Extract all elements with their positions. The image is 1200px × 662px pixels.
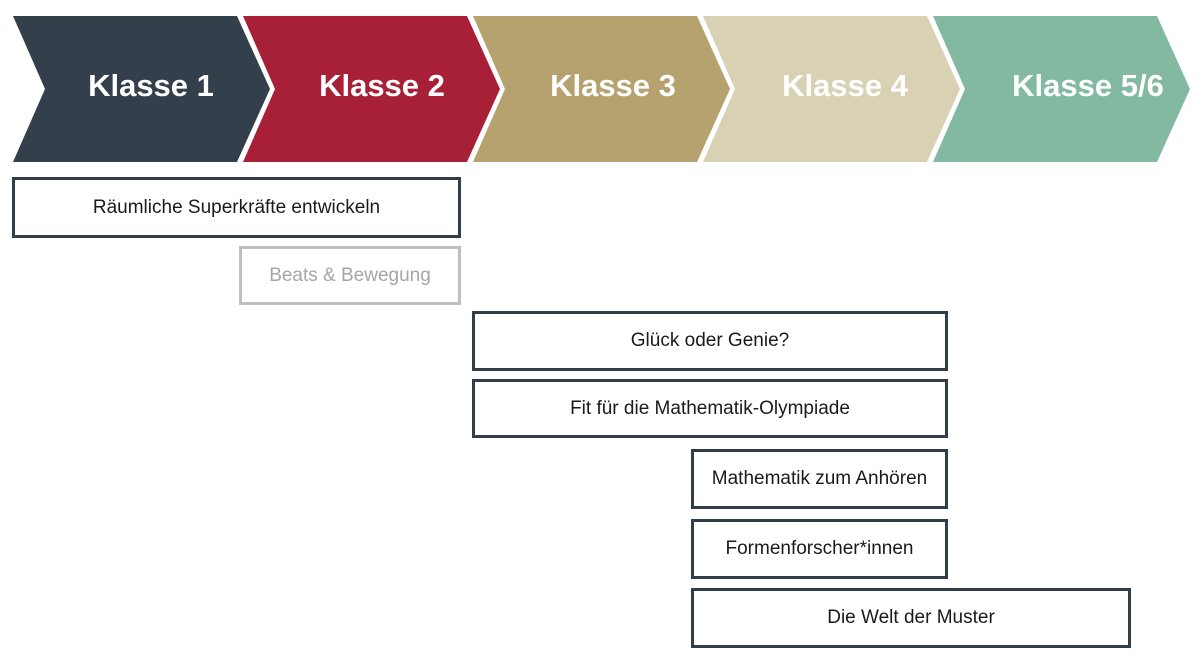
stage-klasse-4: Klasse 4 (703, 16, 960, 162)
stage-chevron (473, 16, 730, 162)
stage-label: Klasse 2 (319, 68, 445, 103)
stage-label: Klasse 1 (88, 68, 214, 103)
stage-label: Klasse 4 (782, 68, 909, 103)
course-mathematik-olympiade: Fit für die Mathematik-Olympiade (472, 379, 948, 438)
stage-klasse-5-6: Klasse 5/6 (933, 16, 1190, 162)
stage-klasse-2: Klasse 2 (243, 16, 500, 162)
course-mathematik-zum-anhoeren: Mathematik zum Anhören (691, 449, 948, 509)
stage-label: Klasse 3 (550, 68, 676, 103)
stage-chevron (933, 16, 1190, 162)
course-glueck-oder-genie: Glück oder Genie? (472, 311, 948, 371)
stage-chevron (703, 16, 960, 162)
stage-chevron (13, 16, 270, 162)
course-beats-bewegung: Beats & Bewegung (239, 246, 461, 305)
course-label: Formenforscher*innen (725, 538, 914, 559)
course-label: Räumliche Superkräfte entwickeln (92, 196, 381, 218)
course-label: Fit für die Mathematik-Olympiade (570, 397, 850, 419)
course-label: Mathematik zum Anhören (711, 468, 928, 489)
course-label: Die Welt der Muster (827, 607, 995, 628)
stage-klasse-1: Klasse 1 (13, 16, 270, 162)
course-label: Beats & Bewegung (269, 264, 431, 286)
grade-stages: Klasse 1 Klasse 2 Klasse 3 Klasse 4 Klas… (13, 16, 1190, 162)
course-label: Glück oder Genie? (630, 330, 790, 351)
stage-chevron (243, 16, 500, 162)
course-raeumliche-superkraefte: Räumliche Superkräfte entwickeln (12, 177, 461, 238)
stage-klasse-3: Klasse 3 (473, 16, 730, 162)
course-welt-der-muster: Die Welt der Muster (691, 588, 1131, 648)
stage-label: Klasse 5/6 (1012, 68, 1164, 103)
course-formenforscher: Formenforscher*innen (691, 519, 948, 579)
